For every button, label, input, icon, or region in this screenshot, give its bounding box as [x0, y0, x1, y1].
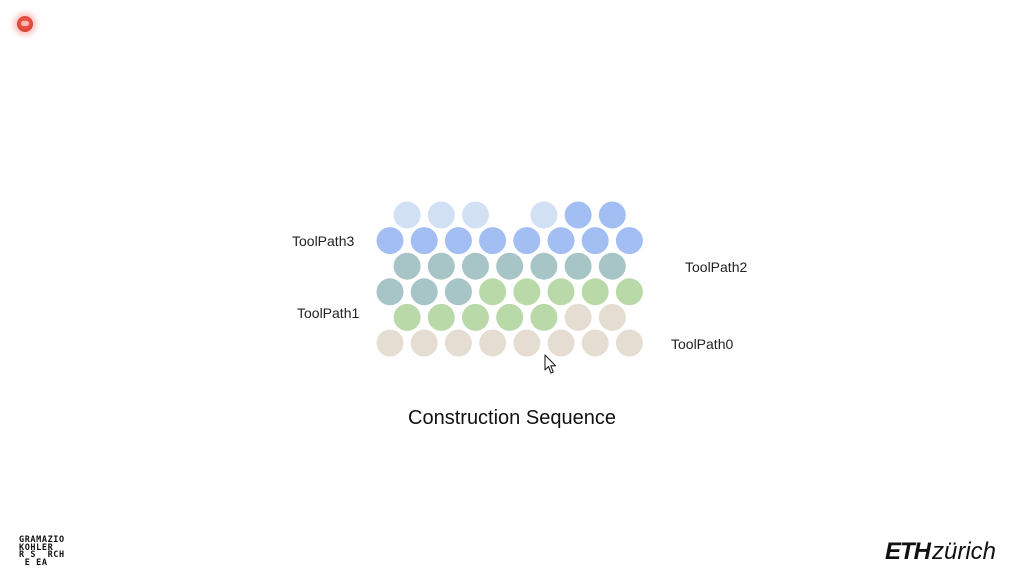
brick-toolpath3: [410, 227, 438, 255]
label-toolpath0: ToolPath0: [671, 336, 734, 352]
brick-toolpath1: [427, 303, 455, 331]
brick-toolpath3-light: [427, 201, 455, 229]
brick-toolpath3-light: [393, 201, 421, 229]
logo-line: R S RCH: [19, 550, 65, 561]
brick-toolpath2: [444, 278, 472, 306]
brick-toolpath2: [530, 252, 558, 280]
gramazio-kohler-research-logo: GRAMAZIO KOHLER R S RCH E EA: [19, 535, 65, 568]
brick-toolpath1: [513, 278, 541, 306]
brick-toolpath0: [479, 329, 507, 357]
brick-toolpath1: [496, 303, 524, 331]
record-indicator-icon[interactable]: [17, 16, 33, 32]
brick-toolpath1: [393, 303, 421, 331]
brick-toolpath3-light: [530, 201, 558, 229]
brick-toolpath1: [479, 278, 507, 306]
brick-toolpath1: [462, 303, 489, 331]
brick-toolpath3: [547, 227, 575, 255]
zurich-logo-text: zürich: [932, 538, 997, 565]
eth-logo-text: ETH: [885, 538, 931, 565]
brick-toolpath2: [462, 252, 489, 280]
brick-toolpath2: [376, 278, 404, 306]
brick-toolpath1: [615, 278, 643, 306]
logo-line: GRAMAZIO: [19, 535, 65, 545]
brick-toolpath0: [376, 329, 404, 357]
brick-toolpath2: [410, 278, 438, 306]
brick-toolpath0: [513, 329, 541, 357]
eth-zurich-logo: ETHzürich: [885, 538, 996, 566]
brick-toolpath3-light: [462, 201, 489, 229]
brick-toolpath3: [513, 227, 541, 255]
label-toolpath3: ToolPath3: [292, 233, 355, 249]
brick-toolpath1: [530, 303, 558, 331]
brick-toolpath1: [547, 278, 575, 306]
brick-toolpath3: [444, 227, 472, 255]
label-toolpath1: ToolPath1: [297, 305, 360, 321]
brick-toolpath0: [564, 303, 592, 331]
brick-toolpath0: [598, 303, 626, 331]
brick-toolpath2: [496, 252, 524, 280]
diagram-title: Construction Sequence: [408, 407, 616, 429]
logo-line: KOHLER: [19, 542, 54, 553]
brick-toolpath3: [581, 227, 609, 255]
brick-toolpath3: [615, 227, 643, 255]
brick-toolpath0: [581, 329, 609, 357]
brick-toolpath0: [410, 329, 438, 357]
brick-toolpath2: [393, 252, 421, 280]
label-toolpath2: ToolPath2: [685, 259, 748, 275]
brick-toolpath0: [615, 329, 643, 357]
brick-toolpath2: [427, 252, 455, 280]
brick-toolpath3: [564, 201, 592, 229]
brick-toolpath2: [564, 252, 592, 280]
brick-toolpath0: [444, 329, 472, 357]
mouse-cursor-icon: [544, 354, 557, 374]
brick-toolpath1: [581, 278, 609, 306]
logo-line: E EA: [19, 557, 48, 568]
brick-toolpath3: [376, 227, 404, 255]
brick-toolpath3: [598, 201, 626, 229]
brick-toolpath2: [598, 252, 626, 280]
brick-toolpath0: [547, 329, 575, 357]
brick-toolpath3: [479, 227, 507, 255]
